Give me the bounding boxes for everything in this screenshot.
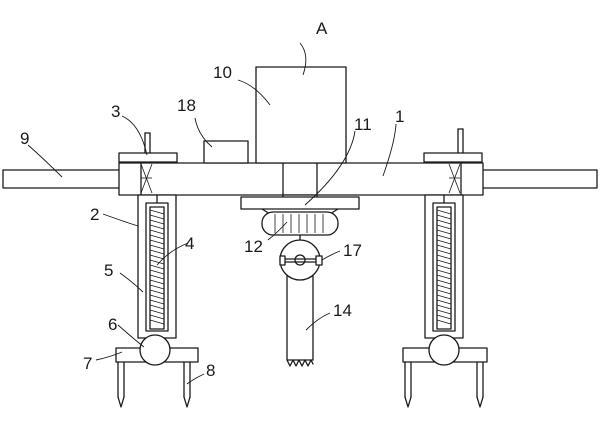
label-14: 14 [333,301,352,320]
label-2: 2 [90,205,99,224]
connecting-plate [240,196,360,215]
label-1: 1 [395,107,404,126]
motor-box [255,66,347,164]
right-leg [402,194,488,408]
label-11: 11 [354,115,372,134]
left-side-rail [2,169,122,189]
right-top-plate [423,128,483,194]
label-7: 7 [83,354,92,373]
label-17: A [316,19,328,38]
leader-lines [27,42,397,385]
label-6: 6 [108,315,117,334]
label-5: 5 [104,261,113,280]
left-leg [115,194,199,408]
label-18: 18 [177,96,196,115]
label-12: 12 [244,237,263,256]
label-3: 3 [111,102,120,121]
callout-labels: A 10 18 3 1 11 9 2 4 12 17 5 14 6 7 8 [20,19,404,380]
cutter-arm [279,239,323,367]
label-9: 9 [20,129,29,148]
label-4: 4 [185,234,194,253]
small-box [203,140,249,164]
label-8: 8 [206,361,215,380]
left-top-plate [118,132,178,194]
label-A: 17 [343,241,362,260]
label-10: 10 [213,63,232,82]
gear [261,211,339,245]
right-side-rail [481,169,598,189]
